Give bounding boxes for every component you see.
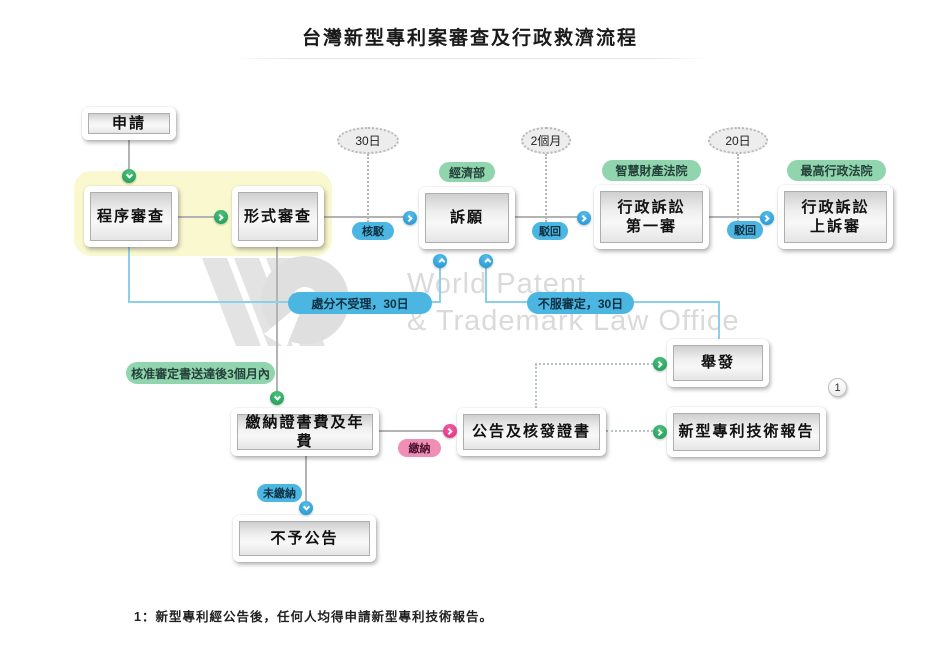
connector-payfees-to-nopublication	[305, 456, 307, 502]
node-apply: 申請	[82, 107, 176, 140]
connector-formal-to-appeal	[324, 216, 404, 218]
dotted-link-to-invalidation	[535, 363, 653, 365]
arrow-icon-into-invalidation	[653, 357, 667, 371]
arrow-icon-into-publish	[443, 424, 457, 438]
arrow-icon-into-nopublication	[299, 501, 313, 515]
edge-label-dismissed-appeal: 駁回	[532, 222, 568, 240]
dotted-link-publish-up	[535, 364, 537, 408]
node-formal-exam: 形式審查	[232, 186, 324, 247]
connector-procedural-to-formal	[178, 216, 214, 218]
edge-label-dismissed-first: 駁回	[727, 221, 763, 239]
agency-label-ip-court: 智慧財產法院	[602, 160, 701, 181]
dotted-link-to-techreport	[606, 430, 653, 432]
page-title: 台灣新型專利案審查及行政救濟流程	[301, 28, 638, 49]
connector-payfees-to-publish	[379, 430, 443, 432]
connector-formal-to-payfees	[276, 247, 278, 392]
node-admin-litigation-first-line1: 行政訴訟	[617, 198, 686, 216]
arrow-icon-up-appeal-right	[479, 254, 493, 268]
arrow-icon-into-appeal	[403, 211, 417, 225]
blue-line-to-notaccepted-pill	[128, 301, 289, 303]
agency-label-supreme-admin-court: 最高行政法院	[787, 160, 886, 181]
node-tech-report: 新型專利技術報告	[667, 407, 826, 457]
node-admin-litigation-first: 行政訴訟 第一審	[594, 185, 709, 249]
arrow-icon-into-litigation1	[577, 211, 591, 225]
node-admin-litigation-appeal: 行政訴訟 上訴審	[778, 185, 893, 249]
blue-line-up-into-appeal-right	[485, 267, 487, 303]
edge-label-not-accepted-30d: 處分不受理，30日	[288, 292, 432, 314]
arrow-icon-into-techreport	[653, 425, 667, 439]
node-procedural-exam: 程序審查	[84, 186, 178, 247]
node-appeal-label: 訴願	[449, 209, 484, 227]
edge-label-not-paid: 未繳納	[257, 484, 302, 502]
blue-line-down-to-invalidation	[718, 301, 720, 339]
time-bubble-20days: 20日	[708, 127, 768, 154]
agency-label-moea: 經濟部	[439, 162, 495, 182]
node-no-publication: 不予公告	[233, 515, 376, 562]
dotted-line-2months	[545, 154, 547, 222]
node-pay-cert-fee-label: 繳納證書費及年費	[245, 413, 365, 451]
blue-line-to-disagree-pill	[485, 301, 528, 303]
dotted-line-30days	[367, 154, 369, 222]
connector-litigation1-to-litigation2	[709, 216, 760, 218]
node-appeal: 訴願	[419, 187, 515, 249]
dotted-line-20days	[737, 154, 739, 222]
arrow-icon-into-payfees	[270, 391, 284, 405]
node-procedural-exam-label: 程序審查	[96, 207, 165, 225]
arrow-icon-into-litigation2	[760, 211, 774, 225]
time-bubble-30days: 30日	[337, 127, 399, 154]
node-admin-litigation-appeal-line1: 行政訴訟	[801, 198, 870, 216]
edge-label-disagree-decision-30d: 不服審定，30日	[527, 292, 634, 314]
node-invalidation: 舉發	[667, 339, 769, 387]
node-invalidation-label: 舉發	[700, 354, 735, 372]
arrow-icon-procedural-right	[214, 210, 228, 224]
title-divider	[232, 58, 708, 59]
blue-line-procedural-down	[128, 247, 130, 303]
arrow-icon-up-appeal-left	[433, 254, 447, 268]
connector-apply-to-procedural	[128, 140, 130, 169]
footnote-text: 1：新型專利經公告後，任何人均得申請新型專利技術報告。	[134, 610, 493, 624]
edge-label-within-3-months: 核准審定書送達後3個月內	[126, 362, 275, 384]
node-no-publication-label: 不予公告	[270, 529, 339, 547]
node-tech-report-label: 新型專利技術報告	[678, 423, 815, 441]
node-formal-exam-label: 形式審查	[243, 207, 312, 225]
node-pay-cert-fee: 繳納證書費及年費	[231, 408, 379, 456]
blue-line-from-disagree-pill	[633, 301, 720, 303]
node-publish-and-issue: 公告及核發證書	[457, 408, 606, 456]
edge-label-rejected: 核駁	[352, 222, 394, 240]
edge-label-paid: 繳納	[398, 439, 441, 457]
node-admin-litigation-appeal-line2: 上訴審	[809, 218, 861, 235]
blue-line-notaccepted-corner	[431, 301, 441, 303]
node-publish-and-issue-label: 公告及核發證書	[471, 423, 591, 441]
footnote-reference-badge: 1	[828, 378, 847, 397]
blue-line-up-into-appeal-left	[439, 267, 441, 303]
time-bubble-2months: 2個月	[521, 127, 571, 154]
node-admin-litigation-first-line2: 第一審	[625, 218, 677, 235]
node-apply-label: 申請	[111, 114, 146, 132]
arrow-icon-apply-down	[122, 169, 136, 183]
